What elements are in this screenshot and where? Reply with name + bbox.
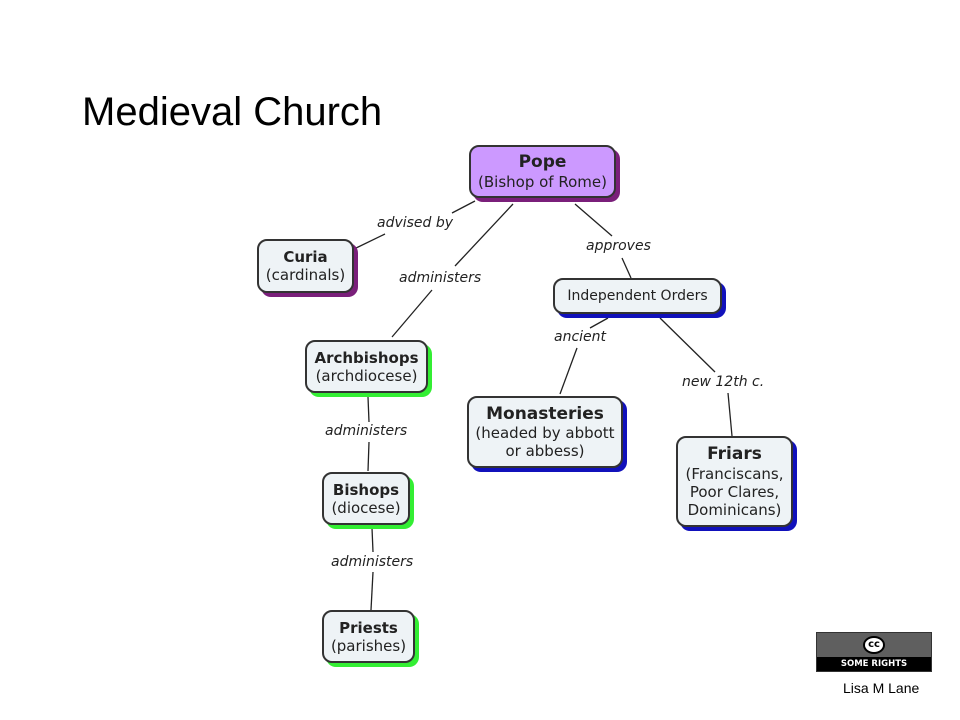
node-curia-name: Curia bbox=[283, 248, 328, 266]
node-bishops: Bishops (diocese) bbox=[322, 472, 410, 525]
line-administers-bishops bbox=[367, 441, 370, 472]
author-credit: Lisa M Lane bbox=[843, 680, 920, 696]
node-pope-sub: (Bishop of Rome) bbox=[478, 172, 607, 191]
line-administers-archbishops bbox=[391, 289, 433, 338]
cc-badge-text: SOME RIGHTS RESERVED bbox=[817, 657, 931, 683]
label-administers-bishops: administers bbox=[325, 423, 408, 439]
line-pope-approves bbox=[574, 203, 613, 237]
node-monasteries: Monasteries (headed by abbott or abbess) bbox=[467, 396, 623, 468]
node-friars-sub2: Poor Clares, bbox=[689, 482, 780, 501]
node-pope-name: Pope bbox=[518, 152, 567, 173]
node-friars: Friars (Franciscans, Poor Clares, Domini… bbox=[676, 436, 793, 527]
node-priests-name: Priests bbox=[339, 618, 398, 637]
line-new12-friars bbox=[727, 392, 733, 437]
node-friars-name: Friars bbox=[707, 444, 762, 465]
node-archbishops: Archbishops (archdiocese) bbox=[305, 340, 428, 393]
node-monasteries-sub1: (headed by abbott bbox=[475, 424, 615, 443]
node-independent-orders-name: Independent Orders bbox=[567, 287, 708, 304]
node-curia: Curia (cardinals) bbox=[257, 239, 354, 293]
label-approves: approves bbox=[586, 238, 651, 254]
node-bishops-sub: (diocese) bbox=[331, 498, 401, 517]
slide-title: Medieval Church bbox=[82, 90, 383, 134]
label-administers-archbishops: administers bbox=[399, 270, 482, 286]
node-monasteries-sub2: or abbess) bbox=[505, 442, 585, 461]
node-independent-orders: Independent Orders bbox=[553, 278, 722, 314]
line-pope-advised bbox=[451, 200, 476, 214]
label-advised-by: advised by bbox=[377, 215, 454, 231]
node-bishops-name: Bishops bbox=[332, 480, 400, 499]
label-administers-priests: administers bbox=[331, 554, 414, 570]
line-ancient-monasteries bbox=[559, 347, 578, 395]
label-ancient: ancient bbox=[554, 329, 607, 345]
node-pope: Pope (Bishop of Rome) bbox=[469, 145, 616, 198]
line-independent-new12 bbox=[659, 317, 716, 373]
node-monasteries-name: Monasteries bbox=[486, 403, 604, 424]
line-bishops-administers bbox=[371, 527, 374, 553]
node-archbishops-sub: (archdiocese) bbox=[315, 366, 418, 385]
label-new-12th-century: new 12th c. bbox=[682, 374, 765, 390]
creative-commons-badge[interactable]: cc SOME RIGHTS RESERVED bbox=[816, 632, 932, 683]
node-friars-sub3: Dominicans) bbox=[687, 500, 782, 519]
node-curia-sub: (cardinals) bbox=[265, 266, 346, 284]
line-administers-priests bbox=[370, 571, 374, 611]
node-priests-sub: (parishes) bbox=[330, 636, 407, 655]
line-independent-ancient bbox=[589, 317, 609, 329]
line-advised-curia bbox=[351, 233, 386, 251]
line-archbishops-administers bbox=[367, 396, 370, 423]
line-approves-independent bbox=[621, 257, 632, 279]
node-priests: Priests (parishes) bbox=[322, 610, 415, 663]
node-friars-sub1: (Franciscans, bbox=[685, 464, 784, 483]
line-pope-administers bbox=[454, 203, 514, 267]
cc-logo-icon: cc bbox=[863, 636, 885, 654]
node-archbishops-name: Archbishops bbox=[314, 348, 419, 367]
